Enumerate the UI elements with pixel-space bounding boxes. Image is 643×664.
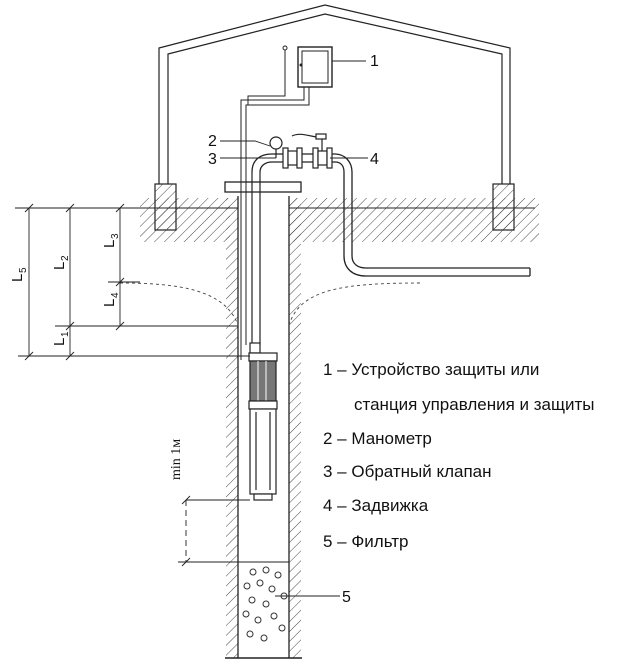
callout-4: 4 <box>370 151 379 168</box>
well-casing <box>237 196 290 658</box>
dim-label-l5: L 5 <box>9 267 29 282</box>
power-cable <box>240 45 310 360</box>
callout-leaders <box>220 60 368 597</box>
dim-label-l1: L 1 <box>51 331 71 346</box>
legend-item-1-cont: станция управления и защиты <box>354 395 595 414</box>
svg-text:L: L <box>51 338 68 346</box>
riser-pipe <box>251 172 261 345</box>
svg-text:L: L <box>9 274 26 282</box>
filter <box>238 561 289 642</box>
legend-item-3: 3 – Обратный клапан <box>323 462 492 481</box>
control-box <box>297 46 333 88</box>
callout-3: 3 <box>208 151 217 168</box>
legend-item-5: 5 – Фильтр <box>323 532 409 551</box>
callout-1: 1 <box>370 53 379 70</box>
pressure-gauge <box>269 136 283 158</box>
drawdown-cone <box>119 282 421 326</box>
dim-label-l3: L 3 <box>101 233 121 248</box>
building-outline <box>158 4 511 184</box>
dim-label-min-depth: min 1м <box>169 439 184 480</box>
svg-text:1: 1 <box>60 331 71 337</box>
legend-item-1: 1 – Устройство защиты или <box>323 360 540 379</box>
callout-2: 2 <box>208 133 217 150</box>
submersible-pump <box>248 342 278 501</box>
svg-text:min 1м: min 1м <box>169 439 184 480</box>
svg-text:L: L <box>51 262 68 270</box>
svg-text:L: L <box>101 240 118 248</box>
legend-item-4: 4 – Задвижка <box>323 496 429 515</box>
dim-label-l2: L 2 <box>51 255 71 270</box>
svg-text:4: 4 <box>110 292 121 298</box>
legend-item-2: 2 – Манометр <box>323 429 432 448</box>
svg-text:2: 2 <box>60 255 71 261</box>
dimension-lines <box>18 203 250 567</box>
svg-text:3: 3 <box>110 233 121 239</box>
dim-label-l4: L 4 <box>101 292 121 307</box>
svg-text:L: L <box>101 299 118 307</box>
ground <box>15 198 539 659</box>
surface-piping <box>251 153 531 277</box>
check-valve <box>282 147 303 169</box>
well-head-plate <box>224 181 302 193</box>
callout-5: 5 <box>342 589 351 606</box>
svg-text:5: 5 <box>18 267 29 273</box>
